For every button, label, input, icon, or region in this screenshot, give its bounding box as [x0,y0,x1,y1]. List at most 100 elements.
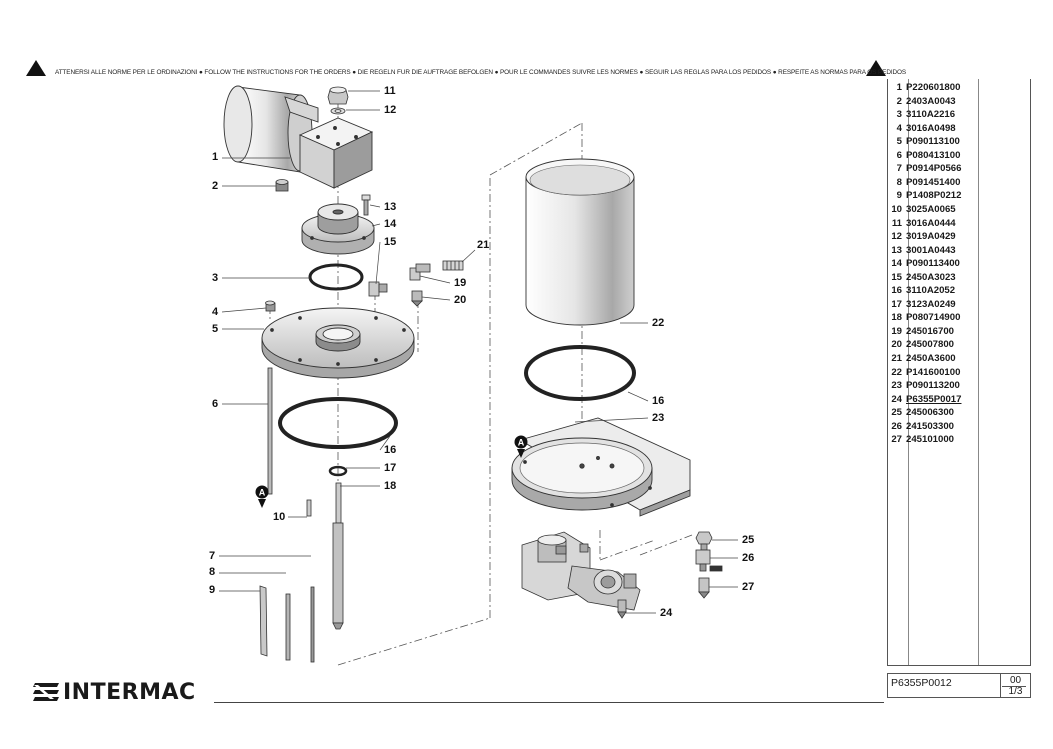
fitting-part-27 [698,577,710,599]
document-number: P6355P0012 [891,677,952,689]
callout-number: 6 [212,398,218,410]
part-code: P090113400 [906,258,960,270]
part-number: 26 [891,420,902,432]
leader-line [221,307,267,313]
part-number: 23 [891,380,902,392]
leader-line [371,223,381,227]
part-number: 14 [891,258,902,270]
part-code: 245007800 [906,339,955,351]
screw-part-13 [361,194,371,216]
marker-label: A [518,438,525,448]
part-code: 2450A3600 [906,353,956,364]
callout-number: 5 [212,323,218,335]
valve-part-26 [695,549,723,572]
nut-part-11 [327,86,349,105]
part-number: 17 [891,298,902,310]
callout-number: 14 [384,218,397,230]
blade-part-7 [310,586,315,663]
part-number: 27 [891,434,902,446]
elbow-fitting-part-15 [368,281,388,297]
parts-list-row: 13 3001A0443 [888,244,956,257]
pin-part-10 [306,499,312,517]
callout-number: 16 [384,444,396,456]
parts-list-row: 12 3019A0429 [888,230,956,243]
part-number: 5 [896,136,902,148]
callout-number: 23 [652,412,664,424]
part-number: 13 [891,244,902,256]
callout-number: 3 [212,272,218,284]
part-number: 3 [896,109,902,121]
part-code: 241503300 [906,420,955,432]
leader-line [461,249,476,263]
reference-marker-a-left: A [255,485,269,508]
intermac-logo-icon [33,683,59,701]
revision-number: 00 [1009,675,1022,686]
brand-name: INTERMAC [63,679,196,705]
part-code: 245006300 [906,407,955,419]
callout-number: 8 [209,566,215,578]
part-number: 10 [891,203,902,215]
part-code: P091451400 [906,176,961,188]
part-code: 2403A0043 [906,95,956,107]
part-code: P141600100 [906,366,961,378]
part-code: 245101000 [906,434,955,446]
parts-list-row: 20 245007800 [888,338,954,351]
blade-part-8 [285,593,291,661]
part-code: 3025A0065 [906,203,956,215]
part-code: 3110A2052 [906,285,956,297]
part-number: 22 [891,366,902,378]
parts-list-row: 24 P6355P0017 [888,393,961,406]
callout-number: 11 [384,85,396,97]
cover-plate-part-5 [261,307,415,379]
part-number: 20 [891,339,902,351]
part-code: 3016A0498 [906,122,956,134]
o-ring-part-3 [308,263,364,291]
callout-number: 25 [742,534,754,546]
part-code: 3019A0429 [906,231,956,243]
callout-number: 10 [273,511,285,523]
reservoir-part-22 [525,158,635,326]
parts-list-row: 22 P141600100 [888,366,960,379]
gasket-part-16-right [524,345,636,401]
warning-triangle-icon [26,60,46,76]
warning-triangle-icon [866,60,886,76]
leader-line [421,296,451,301]
leader-line [375,241,381,285]
title-block-separator [1002,686,1026,687]
part-code: P1408P0212 [906,190,962,202]
parts-list-row: 26 241503300 [888,420,954,433]
leader-line [379,435,391,451]
part-code: P220601800 [906,82,961,93]
part-number: 19 [891,325,902,337]
intermac-logo: INTERMAC [33,679,196,705]
parts-list-row: 10 3025A0065 [888,203,956,216]
part-code: 3001A0443 [906,244,956,256]
gasket-part-16-left [278,397,398,449]
part-number: 12 [891,231,902,243]
callout-number: 7 [209,550,215,562]
callout-number: 17 [384,462,396,474]
part-number: 24 [891,393,902,405]
part-code: 2450A3023 [906,271,956,283]
flange-part-14 [301,203,375,255]
callout-number: 12 [384,104,396,116]
leader-line [419,275,451,284]
leader-line [369,204,381,208]
parts-list-row: 27 245101000 [888,433,954,446]
tie-rod-part-6 [267,367,273,495]
elbow-fitting-part-19 [409,263,431,281]
blade-part-9 [259,585,268,657]
part-code: P6355P0017 [906,393,962,405]
callout-number: 22 [652,317,664,329]
title-block-divider [1000,674,1001,697]
